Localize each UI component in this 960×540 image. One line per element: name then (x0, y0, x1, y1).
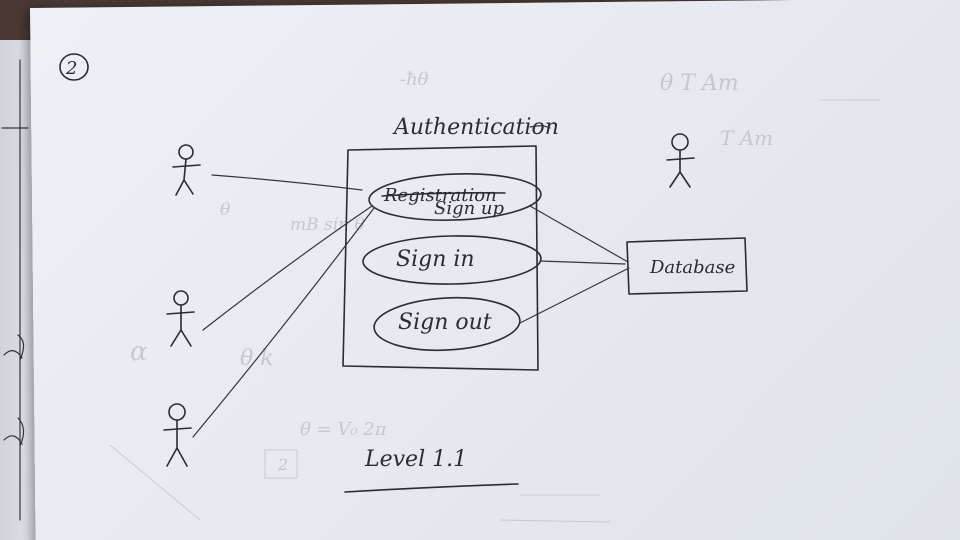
association-actor2-registration (202, 205, 373, 331)
page-number-text: 2 (65, 58, 77, 79)
title-flourish (529, 125, 551, 129)
database-label: Database (649, 257, 735, 278)
margin-scribble-1 (3, 334, 25, 361)
association-registration-database (529, 205, 629, 263)
bleed-mark-3: -ħθ (400, 69, 429, 90)
database-rectangle (626, 237, 748, 295)
diagram-caption: Level 1.1 (344, 447, 519, 493)
association-signout-database (519, 267, 630, 324)
actor-4-head (671, 133, 689, 151)
page-number-marker: 2 (59, 53, 89, 81)
use-case-registration-label: Registration (383, 185, 497, 206)
actor-4 (666, 133, 695, 188)
use-case-signout-ellipse (373, 296, 521, 352)
association-actor1-registration (211, 174, 363, 191)
bleed-mark-1: θ T Am (660, 71, 739, 96)
margin-marks (1, 59, 29, 521)
actor-3-head (168, 403, 186, 421)
use-case-signin-ellipse (362, 235, 542, 285)
use-case-registration-ellipse (368, 173, 542, 221)
actor-4-body (666, 149, 695, 188)
bleed-mark-8: θ = V₀ 2π (300, 419, 388, 440)
bleed-mark-6: α (130, 337, 148, 367)
actor-3-body (163, 419, 192, 467)
association-actor3-registration (192, 207, 375, 438)
association-signin-database (539, 260, 626, 265)
use-case-signout-label: Sign out (398, 310, 492, 335)
actor-1 (172, 144, 201, 196)
actor-2-body (166, 304, 195, 347)
use-case-signup-label: Sign up (434, 198, 505, 219)
use-case-registration: Registration Sign up (368, 173, 542, 221)
page-number-circle (59, 53, 89, 81)
bleed-box (264, 449, 298, 479)
bleed-line-3 (499, 519, 611, 523)
caption-text: Level 1.1 (364, 447, 467, 472)
database-associations (519, 205, 630, 324)
actor-2 (166, 290, 195, 347)
bleed-mark-4: θ (220, 200, 230, 220)
bleed-mark-9: 2 (277, 455, 288, 474)
margin-scribble-2 (3, 417, 25, 447)
database-box: Database (626, 237, 748, 295)
bleed-mark-2: T Am (720, 126, 773, 150)
actor-1-head (178, 144, 194, 160)
registration-strikethrough (381, 192, 506, 197)
use-case-signin-label: Sign in (396, 247, 475, 272)
system-boundary: Authentication (342, 115, 559, 371)
system-boundary-title: Authentication (392, 115, 559, 140)
bleed-line-1 (109, 444, 201, 521)
actor-associations (192, 174, 375, 438)
actor-3 (163, 403, 192, 467)
system-boundary-box (342, 145, 539, 371)
use-case-signin: Sign in (362, 235, 542, 285)
use-case-signout: Sign out (373, 296, 521, 352)
caption-underline (344, 483, 519, 493)
actor-2-head (173, 290, 189, 306)
actor-1-body (172, 158, 201, 196)
